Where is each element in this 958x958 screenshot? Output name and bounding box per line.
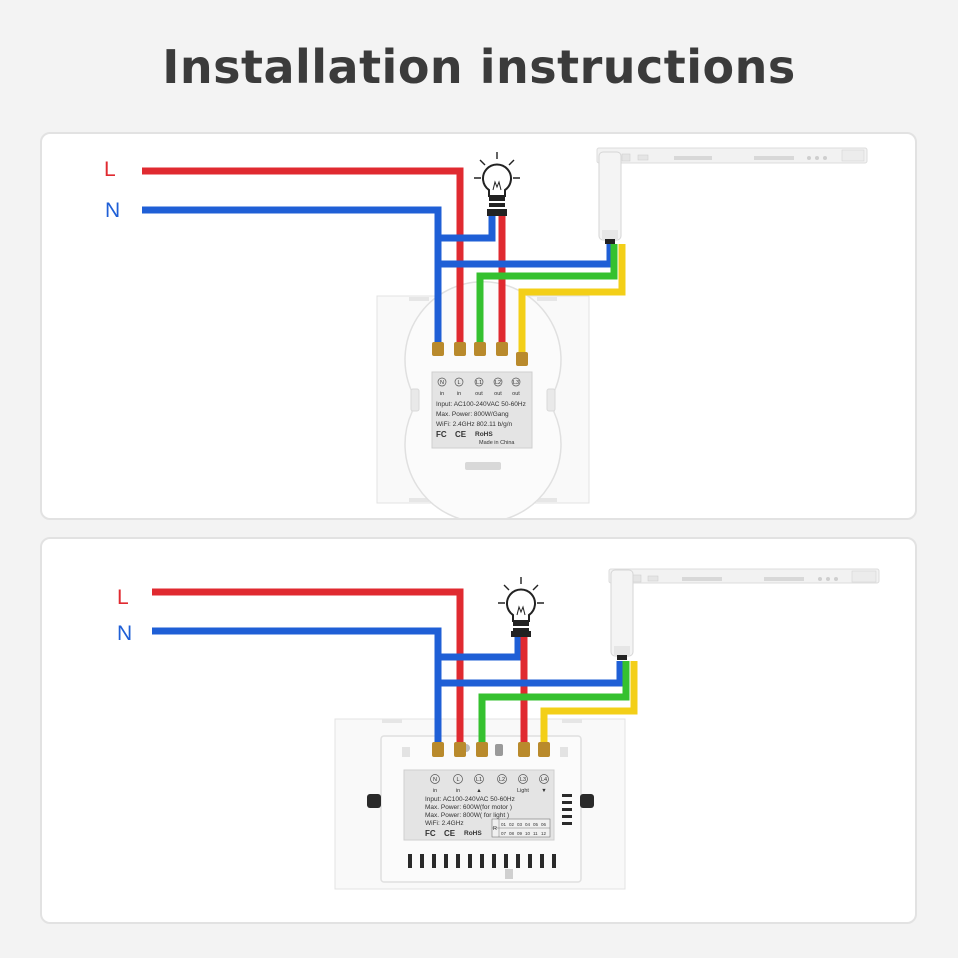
terminal-symbol: L1 (476, 380, 482, 386)
terminal-symbol: N (440, 380, 444, 386)
spec-line: Input: AC100-240VAC 50-60Hz (436, 401, 526, 408)
bulb-icon (474, 152, 520, 216)
terminal-role: in (457, 391, 461, 397)
curtain-motor-icon (610, 569, 634, 660)
live-wire (152, 588, 464, 744)
terminal-role: Light (517, 788, 529, 794)
terminal-role: in (440, 391, 444, 397)
spec-line: Max. Power: 800W( for light ) (425, 812, 509, 819)
grid-cell: 08 (509, 831, 515, 836)
bulb-icon (498, 577, 544, 637)
grid-label: R (493, 826, 497, 832)
spec-line: WiFi: 2.4GHz (425, 820, 464, 827)
terminal-symbol: L4 (541, 777, 547, 783)
lamp-neutral-wire (438, 216, 496, 242)
motor-neutral-wire (438, 244, 614, 268)
terminal-role: out (475, 391, 483, 397)
terminal-screws (432, 342, 528, 366)
neutral-wire (142, 206, 442, 344)
spec-label: N L L1 L2 L3 L4 in in ▲ Light ▼ Input: A… (403, 769, 555, 841)
spec-line: Max. Power: 600W(for motor ) (425, 804, 512, 811)
spec-label: N L L1 L2 L3 in in out out out Input: AC… (431, 371, 533, 449)
terminal-symbol: L2 (495, 380, 501, 386)
live-label: L (104, 158, 116, 181)
grid-cell: 04 (525, 822, 531, 827)
grid-cell: 06 (541, 822, 547, 827)
channel-grid: R 01 02 03 04 05 06 07 08 09 10 11 12 (491, 818, 551, 838)
spec-line: Input: AC100-240VAC 50-60Hz (425, 796, 515, 803)
curtain-track (596, 147, 868, 164)
motor-green-wire (478, 661, 630, 744)
terminal-symbol: L2 (499, 777, 505, 783)
grid-cell: 05 (533, 822, 539, 827)
grid-cell: 03 (517, 822, 523, 827)
fc-mark: FC (436, 430, 447, 439)
neutral-wire (152, 627, 442, 744)
grid-cell: 11 (533, 831, 538, 836)
terminal-role: in (456, 788, 460, 794)
wiring-diagram-2: N L L1 L2 L3 L4 in in ▲ Light ▼ Input: A… (40, 537, 917, 924)
grid-cell: 02 (509, 822, 515, 827)
terminal-role: out (494, 391, 502, 397)
terminal-role: out (512, 391, 520, 397)
grid-cell: 10 (525, 831, 531, 836)
terminal-symbol: L1 (476, 777, 482, 783)
grid-cell: 12 (541, 831, 547, 836)
rohs-mark: RoHS (475, 431, 493, 438)
motor-yellow-wire (518, 244, 626, 354)
terminal-role: ▲ (476, 788, 481, 794)
wiring-diagram-1: N L L1 L2 L3 in in out out out Input: AC… (40, 132, 917, 520)
terminal-symbol: L3 (520, 777, 526, 783)
curtain-motor-icon (598, 151, 622, 244)
grid-cell: 07 (501, 831, 507, 836)
motor-green-wire (476, 244, 618, 344)
neutral-label: N (105, 199, 120, 222)
live-label: L (117, 586, 129, 609)
curtain-track (608, 568, 880, 584)
lamp-neutral-wire (438, 635, 522, 661)
neutral-label: N (117, 622, 132, 645)
spec-line: WiFi: 2.4GHz 802.11 b/g/n (436, 421, 512, 428)
ce-mark: CE (455, 430, 467, 439)
terminal-role: in (433, 788, 437, 794)
page-title: Installation instructions (162, 40, 796, 94)
motor-yellow-wire (540, 661, 638, 744)
grid-cell: 01 (501, 822, 507, 827)
ce-mark: CE (444, 829, 456, 838)
rohs-mark: RoHS (464, 830, 482, 837)
made-in-label: Made in China (479, 440, 515, 446)
terminal-screws (432, 742, 550, 757)
spec-line: Max. Power: 800W/Gang (436, 411, 509, 418)
motor-neutral-wire (438, 661, 624, 687)
fc-mark: FC (425, 829, 436, 838)
terminal-symbol: N (433, 777, 437, 783)
terminal-symbol: L (456, 777, 459, 783)
vent-slots (408, 854, 556, 868)
terminal-symbol: L (457, 380, 460, 386)
grid-cell: 09 (517, 831, 523, 836)
terminal-role: ▼ (541, 788, 546, 794)
live-wire (142, 167, 464, 344)
terminal-symbol: L3 (513, 380, 519, 386)
